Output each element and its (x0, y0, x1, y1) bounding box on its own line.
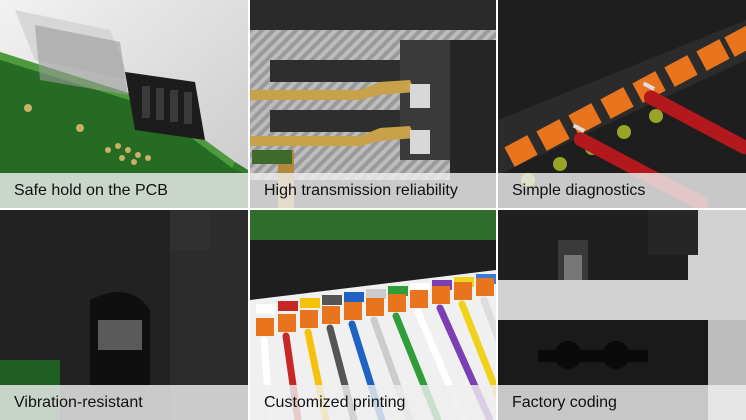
tile-transmission-reliability: High transmission reliability (250, 0, 496, 208)
tile-caption: High transmission reliability (250, 173, 496, 208)
tile-caption: Customized printing (250, 385, 496, 420)
tile-caption: Vibration-resistant (0, 385, 248, 420)
tile-factory-coding: Factory coding (498, 210, 746, 420)
tile-caption: Factory coding (498, 385, 746, 420)
pcb-connector-illustration (0, 0, 248, 208)
tile-caption: Safe hold on the PCB (0, 173, 248, 208)
tile-customized-printing: Customized printing (250, 210, 496, 420)
tile-caption: Simple diagnostics (498, 173, 746, 208)
tile-vibration-resistant: Vibration-resistant (0, 210, 248, 420)
tile-simple-diagnostics: Simple diagnostics (498, 0, 746, 208)
tile-safe-hold: Safe hold on the PCB (0, 0, 248, 208)
